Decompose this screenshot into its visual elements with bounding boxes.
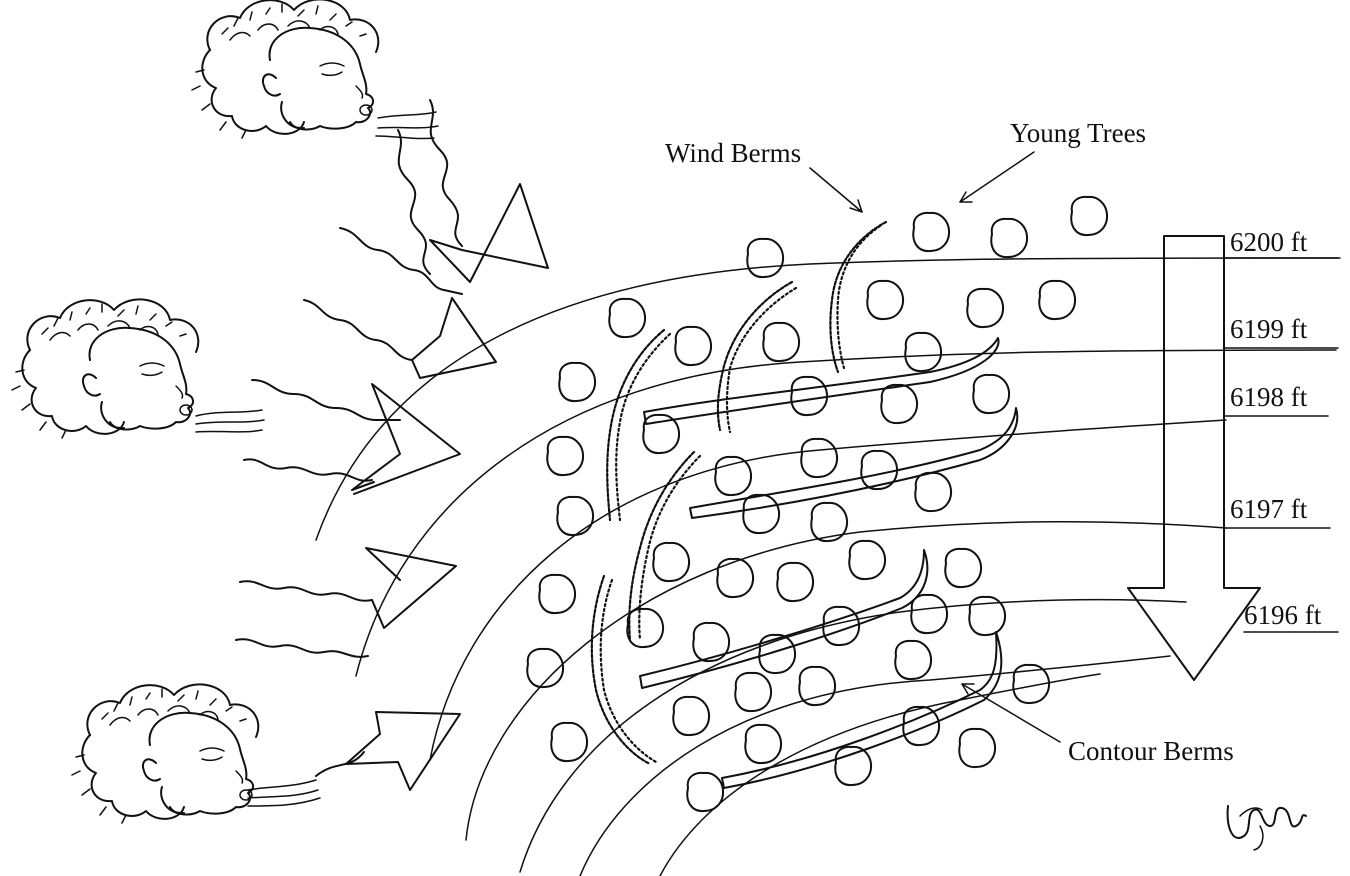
wind-berms-label: Wind Berms (665, 138, 801, 168)
contour-lines (316, 258, 1340, 876)
callouts: Wind Berms Young Trees Contour Berms (665, 118, 1234, 766)
contour-berms (640, 338, 1017, 788)
young-trees-label: Young Trees (1010, 118, 1146, 148)
wind-face-top (192, 0, 378, 138)
contour-berms-label: Contour Berms (1068, 736, 1234, 766)
breath-lines (196, 112, 438, 806)
elevation-label-6197: 6197 ft (1230, 494, 1308, 524)
elevation-label-6200: 6200 ft (1230, 227, 1308, 257)
elevation-scale: 6200 ft 6199 ft 6198 ft 6197 ft 6196 ft (1128, 227, 1338, 680)
wind-arrows (236, 100, 548, 790)
elevation-label-6198: 6198 ft (1230, 382, 1308, 412)
wind-face-bottom (72, 684, 258, 823)
elevation-label-6199: 6199 ft (1230, 314, 1308, 344)
wind-face-middle (12, 299, 198, 438)
elevation-label-6196: 6196 ft (1244, 600, 1322, 630)
artist-signature (1228, 806, 1306, 850)
